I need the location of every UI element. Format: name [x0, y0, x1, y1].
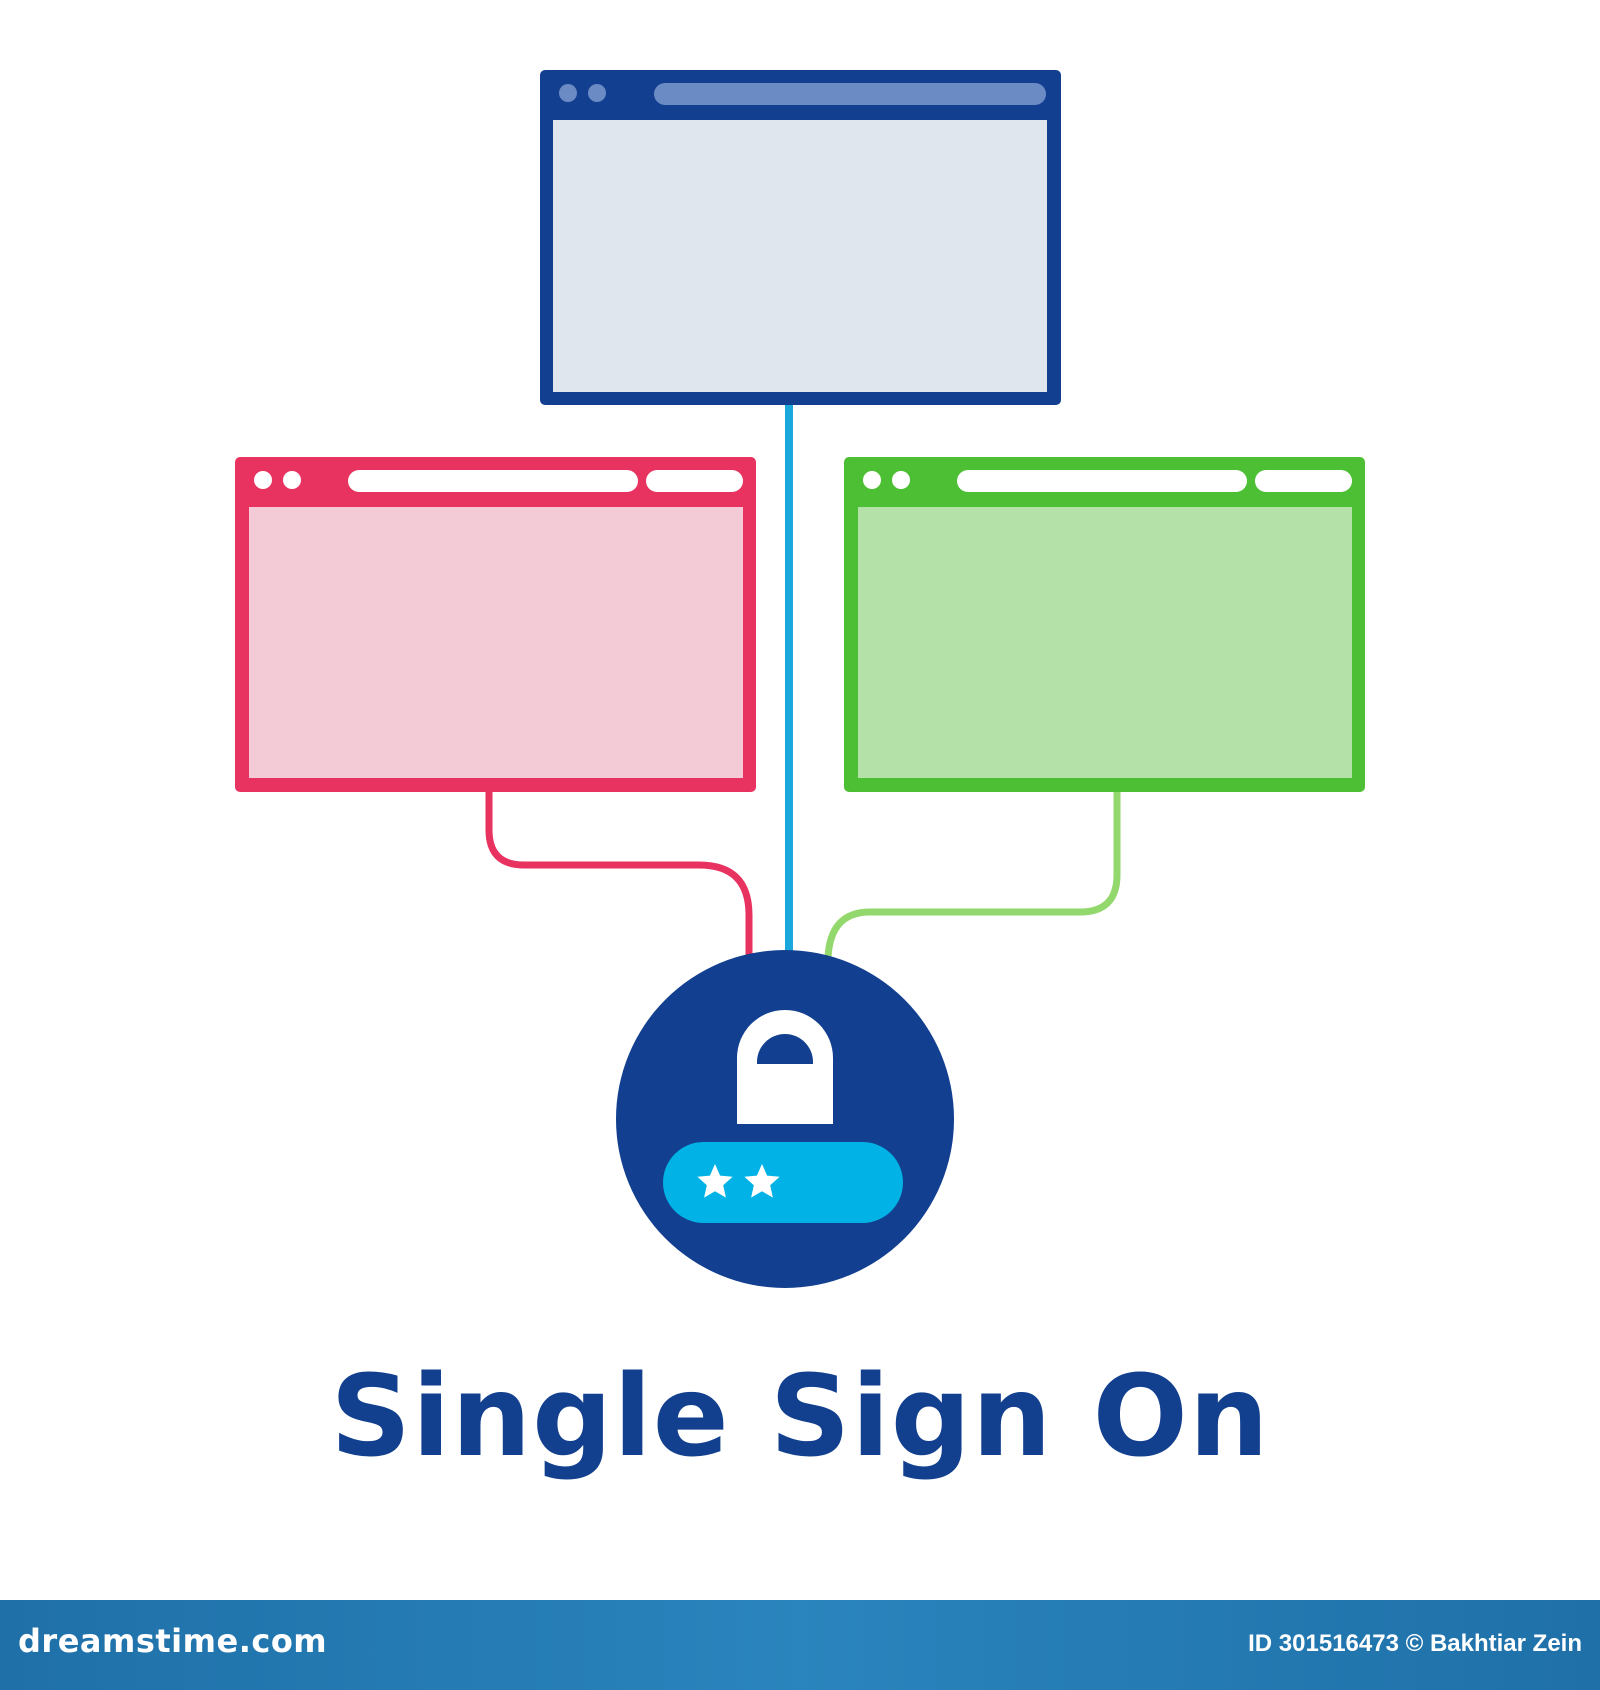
address-bar — [348, 470, 638, 492]
browser-window-right — [844, 457, 1365, 792]
lock-icon — [737, 1010, 833, 1124]
address-bar-short — [1255, 470, 1352, 492]
star-icon — [697, 1164, 733, 1198]
address-bar — [654, 83, 1046, 105]
browser-window-top — [540, 70, 1061, 405]
star-icon — [744, 1164, 780, 1198]
window-dot-icon — [588, 84, 606, 102]
password-field-icon — [663, 1142, 903, 1223]
window-dot-icon — [254, 471, 272, 489]
window-dot-icon — [892, 471, 910, 489]
address-bar-short — [646, 470, 743, 492]
address-bar — [957, 470, 1247, 492]
footer-site-logo: dreamstime.com — [18, 1622, 328, 1660]
window-dot-icon — [283, 471, 301, 489]
footer-bar: dreamstime.com ID 301516473 © Bakhtiar Z… — [0, 1600, 1600, 1690]
browser-window-left — [235, 457, 756, 792]
diagram-title: Single Sign On — [330, 1352, 1270, 1482]
window-dot-icon — [863, 471, 881, 489]
window-dot-icon — [559, 84, 577, 102]
footer-credit: ID 301516473 © Bakhtiar Zein — [1248, 1630, 1582, 1657]
sso-diagram — [235, 70, 1365, 1288]
connector-green — [824, 790, 1121, 959]
lock-badge — [616, 950, 954, 1288]
connector-red — [485, 790, 753, 958]
